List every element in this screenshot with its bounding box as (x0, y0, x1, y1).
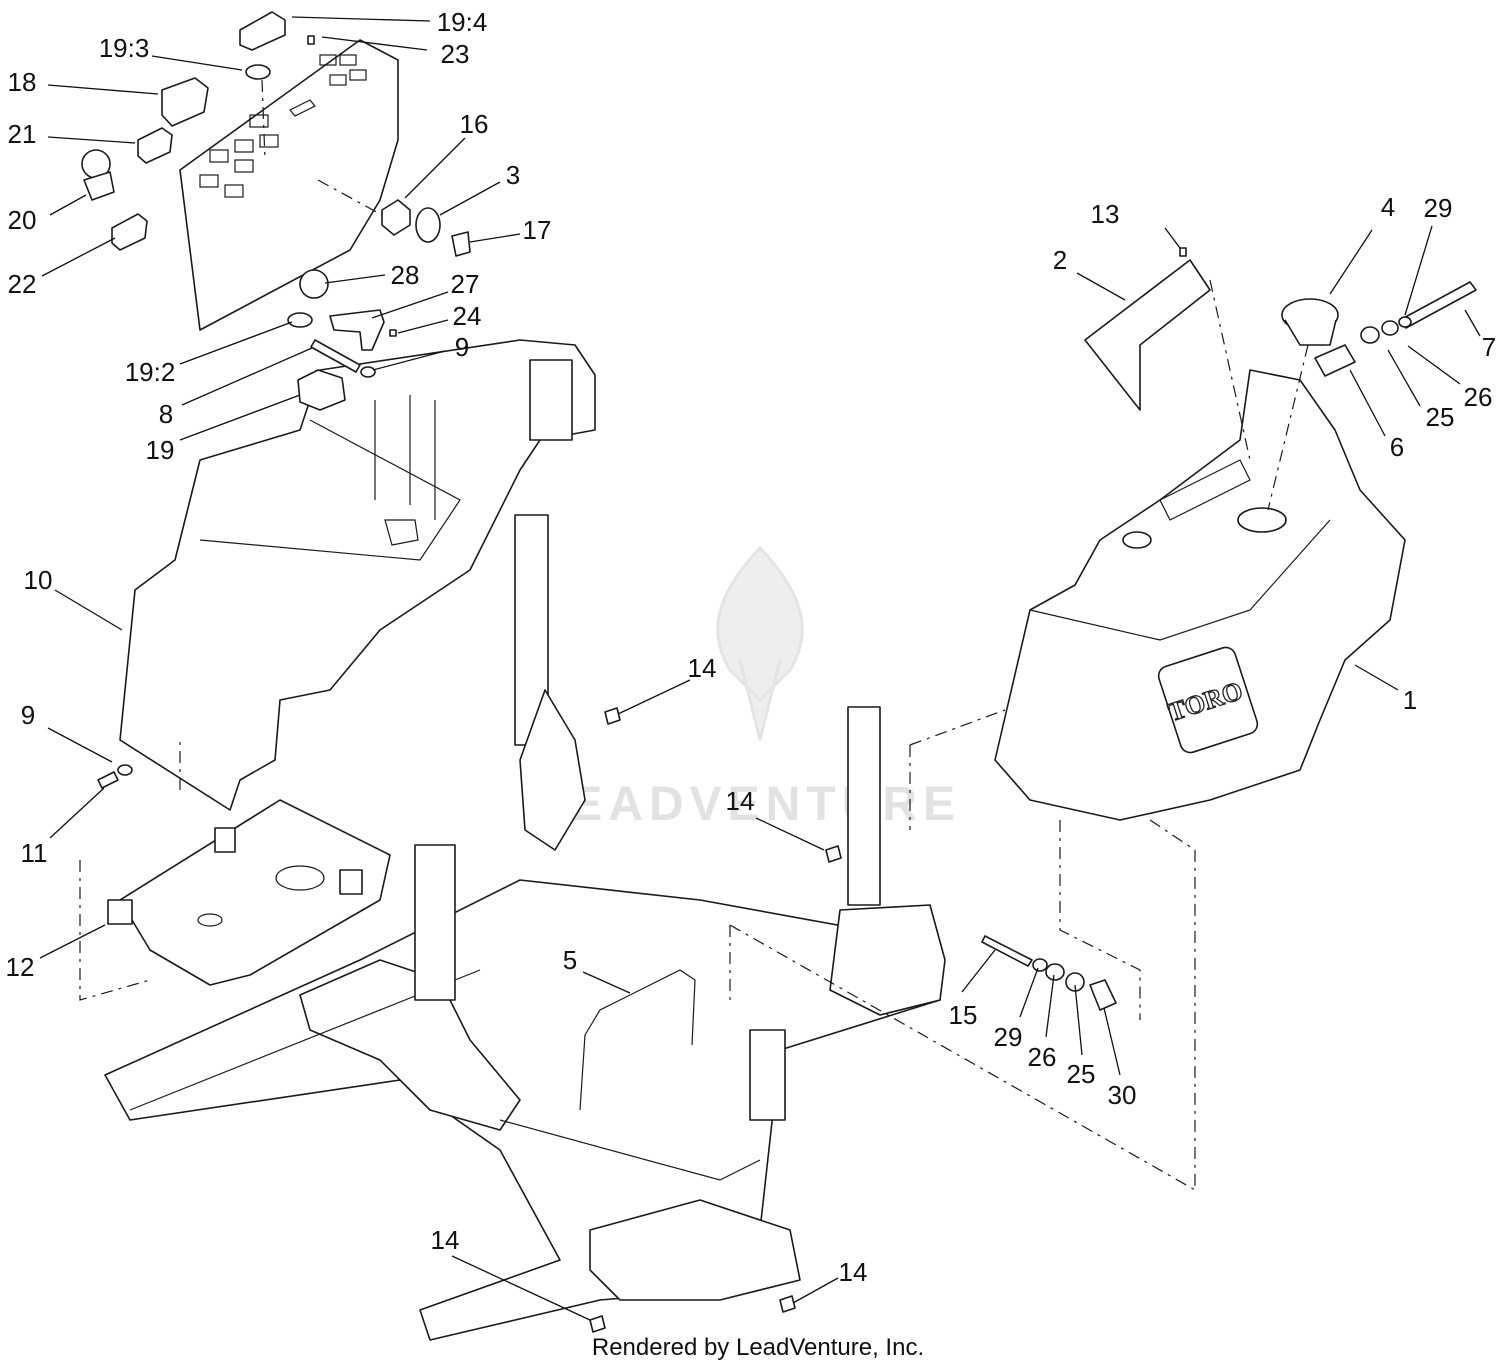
callout-label: 14 (726, 786, 755, 816)
callout-label: 20 (8, 205, 37, 235)
callout-leader-line (291, 16, 431, 22)
callout-leader-line (469, 233, 521, 243)
callout-label: 26 (1464, 382, 1493, 412)
callout-label: 19:4 (437, 7, 488, 37)
callout-leader-line (321, 36, 428, 51)
callout-label: 19 (146, 435, 175, 465)
callout-leader-line (404, 137, 466, 199)
callout-label: 28 (391, 260, 420, 290)
callout-label: 14 (688, 653, 717, 683)
callout-label: 27 (451, 269, 480, 299)
callout-label: 8 (159, 399, 173, 429)
callout-label: 10 (24, 565, 53, 595)
callout-label: 15 (949, 1000, 978, 1030)
callout-leader-line (1076, 272, 1126, 301)
callout-label: 12 (6, 952, 35, 982)
callout-label: 13 (1091, 199, 1120, 229)
callout-leader-line (617, 679, 691, 715)
callout-label: 19:2 (125, 357, 176, 387)
callout-leader-line (1074, 984, 1083, 1056)
callout-leader-line (1387, 349, 1421, 407)
callout-leader-line (54, 589, 123, 631)
callout-label: 30 (1108, 1080, 1137, 1110)
callout-leader-line (961, 949, 996, 993)
callout-leader-line (47, 727, 113, 763)
callout-leader-line (372, 350, 446, 371)
callout-leader-line (1045, 974, 1055, 1038)
callout-leader-line (1464, 309, 1481, 337)
callout-label: 14 (431, 1225, 460, 1255)
callout-leader-line (1329, 229, 1373, 295)
fuel-tank: TORO (994, 247, 1477, 821)
callout-label: 4 (1381, 192, 1395, 222)
callout-label: 23 (441, 39, 470, 69)
callout-leader-line (1354, 664, 1399, 691)
callout-leader-line (451, 1255, 591, 1321)
callout-leader-line (39, 924, 106, 959)
callout-leader-line (1019, 967, 1039, 1018)
callout-label: 5 (563, 945, 577, 975)
callout-leader-line (582, 971, 631, 994)
callout-label: 21 (8, 119, 37, 149)
callout-label: 1 (1403, 685, 1417, 715)
callout-leader-line (755, 817, 825, 851)
callout-label: 2 (1053, 245, 1067, 275)
callout-label: 22 (8, 269, 37, 299)
callout-leader-line (1407, 345, 1461, 385)
components (81, 11, 1117, 1333)
callout-leader-line (1349, 369, 1386, 437)
callout-leader-line (49, 194, 87, 216)
callout-leader-line (151, 55, 243, 71)
footer-credit: Rendered by LeadVenture, Inc. (592, 1334, 924, 1361)
callout-leader-line (1164, 227, 1181, 249)
callout-label: 6 (1390, 432, 1404, 462)
callout-label: 26 (1028, 1042, 1057, 1072)
callout-leader-line (41, 237, 116, 277)
callout-leader-line (47, 84, 159, 95)
callout-label: 11 (21, 838, 48, 868)
callout-leader-line (49, 787, 105, 839)
callout-leader-line (792, 1277, 839, 1304)
callout-leader-line (179, 321, 293, 365)
main-frame (104, 514, 946, 1341)
callout-leader-line (439, 181, 501, 216)
callout-label: 14 (839, 1257, 868, 1287)
left-fender (119, 339, 596, 811)
callout-leader-line (181, 347, 313, 406)
callout-leader-line (1103, 1007, 1121, 1076)
callout-leader-line (1404, 225, 1433, 316)
callout-label: 3 (506, 160, 520, 190)
watermark-text: LEADVENTURE (535, 778, 961, 831)
callout-label: 25 (1426, 402, 1455, 432)
floor-plate (107, 799, 391, 986)
callout-label: 24 (453, 301, 482, 331)
callout-label: 7 (1482, 332, 1496, 362)
callout-label: 19:3 (99, 33, 150, 63)
callout-label: 16 (460, 109, 489, 139)
callout-leader-line (324, 274, 386, 284)
watermark: LEADVENTURE (535, 545, 961, 831)
flame-logo-icon (716, 545, 804, 741)
callout-leader-line (371, 291, 449, 319)
callout-label: 9 (455, 332, 469, 362)
callout-leader-line (47, 136, 136, 144)
callout-label: 29 (994, 1022, 1023, 1052)
callout-label: 9 (21, 700, 35, 730)
assembly-lines (79, 79, 1309, 1191)
callout-label: 17 (523, 215, 552, 245)
callout-label: 29 (1424, 193, 1453, 223)
callout-leader-line (397, 319, 449, 334)
callout-leader-line (179, 394, 301, 441)
callout-label: 25 (1067, 1059, 1096, 1089)
control-panel (179, 39, 399, 331)
callout-label: 18 (8, 67, 37, 97)
